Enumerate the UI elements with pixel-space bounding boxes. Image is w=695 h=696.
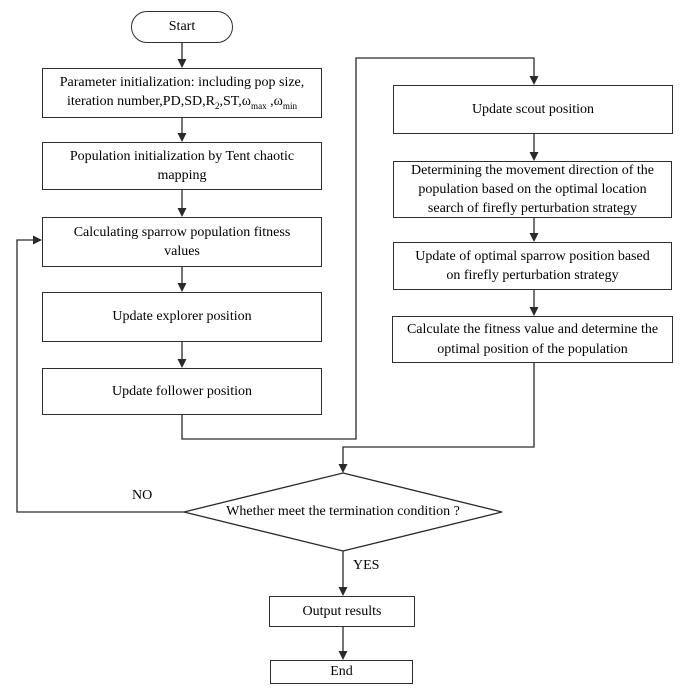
param-init-line2-seg3: ,ω: [266, 94, 283, 110]
update-explorer-label: Update explorer position: [112, 309, 252, 325]
edge-calcfitness-to-decision: [342, 363, 535, 471]
movement-direction-line2: population based on the optimal location: [418, 181, 647, 197]
param-init-box: Parameter initialization: including pop …: [42, 68, 322, 118]
arrowhead: [177, 359, 187, 368]
start-node: Start: [131, 11, 233, 43]
yes-label: YES: [353, 558, 380, 573]
arrowhead: [529, 233, 539, 242]
param-init-line1: Parameter initialization: including pop …: [59, 75, 305, 91]
fitness-optimal-box: Calculate the fitness value and determin…: [392, 316, 673, 363]
arrowhead: [177, 133, 187, 142]
param-init-sub-min: min: [282, 101, 298, 112]
movement-direction-line3: search of firefly perturbation strategy: [427, 201, 638, 217]
arrowhead: [529, 307, 539, 316]
population-init-box: Population initialization by Tent chaoti…: [42, 142, 322, 190]
arrowhead: [529, 152, 539, 161]
movement-direction-box: Determining the movement direction of th…: [393, 161, 672, 218]
arrowhead: [338, 464, 348, 473]
output-label: Output results: [302, 603, 382, 619]
population-init-line1: Population initialization by Tent chaoti…: [69, 148, 295, 164]
arrowhead: [177, 208, 187, 217]
arrowhead: [177, 283, 187, 292]
population-init-line2: mapping: [157, 168, 207, 183]
edge-follower-to-scout: [181, 57, 535, 440]
arrowhead: [33, 235, 42, 245]
fitness-calc-box: Calculating sparrow population fitness v…: [42, 217, 322, 267]
end-label: End: [330, 664, 353, 680]
param-init-line2: iteration number,PD,SD,R2,ST,ωmax ,ωmin: [67, 92, 297, 112]
arrowhead: [177, 59, 187, 68]
update-optimal-line2: on firefly perturbation strategy: [446, 268, 619, 283]
fitness-calc-line1: Calculating sparrow population fitness: [73, 224, 291, 240]
update-follower-label: Update follower position: [112, 383, 252, 399]
param-init-line2-seg1: iteration number,PD,SD,R: [66, 94, 215, 110]
param-init-sub-2: 2: [214, 101, 220, 112]
decision-diamond: [183, 472, 503, 552]
arrowhead: [338, 651, 348, 660]
fitness-calc-line2: values: [164, 244, 200, 259]
update-scout-label: Update scout position: [471, 101, 595, 117]
output-box: Output results: [269, 596, 415, 627]
update-follower-box: Update follower position: [42, 368, 322, 415]
fitness-optimal-line1: Calculate the fitness value and determin…: [406, 322, 659, 338]
update-scout-box: Update scout position: [393, 85, 673, 134]
arrowhead: [529, 76, 539, 85]
no-label: NO: [132, 488, 153, 503]
update-optimal-box: Update of optimal sparrow position based…: [393, 242, 672, 290]
fitness-optimal-line2: optimal position of the population: [437, 341, 628, 357]
update-optimal-line1: Update of optimal sparrow position based: [415, 248, 650, 264]
movement-direction-line1: Determining the movement direction of th…: [411, 162, 654, 178]
decision-label: Whether meet the termination condition ?: [226, 504, 460, 519]
param-init-sub-max: max: [251, 101, 267, 112]
end-box: End: [270, 660, 413, 684]
update-explorer-box: Update explorer position: [42, 292, 322, 342]
start-label: Start: [168, 19, 196, 35]
edge-decision-no-loop: [16, 239, 184, 513]
arrowhead: [338, 587, 348, 596]
param-init-line2-seg2: ,ST,ω: [219, 94, 251, 110]
